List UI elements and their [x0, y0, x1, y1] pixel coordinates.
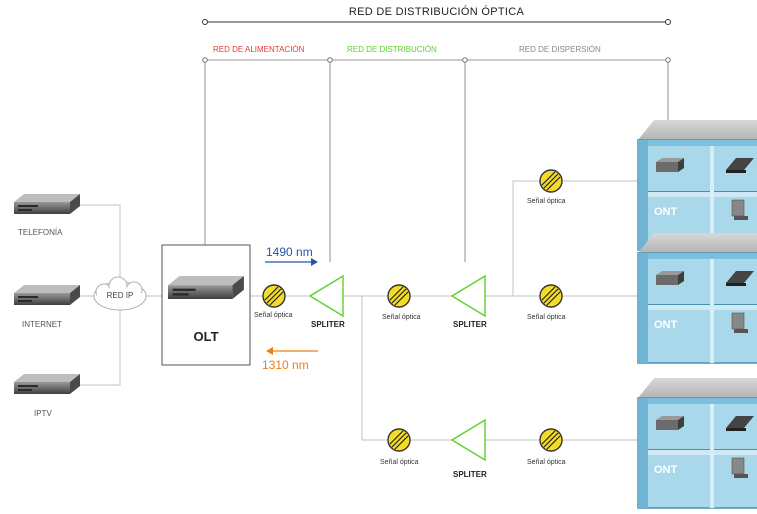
red-ip-cloud	[93, 276, 147, 311]
diagram-title: RED DE DISTRIBUCIÓN ÓPTICA	[348, 6, 525, 18]
signal-icon-distribution-low	[387, 428, 411, 452]
signal-label-distribution: Señal óptica	[382, 314, 421, 321]
signal-label-ont-3: Señal óptica	[527, 459, 566, 466]
segment-dispersion-label: RED DE DISPERSIÓN	[519, 45, 601, 54]
splitter-label-2: SPLITER	[453, 320, 487, 329]
splitter-label-3: SPLITER	[453, 470, 487, 479]
service-label-iptv: IPTV	[34, 409, 52, 418]
header-line-end-node	[665, 19, 671, 25]
service-label-internet: INTERNET	[22, 320, 62, 329]
iptv-server-icon	[14, 374, 80, 394]
splitter-icon-3	[450, 418, 486, 462]
splitter-label-1: SPLITER	[311, 320, 345, 329]
signal-icon-ont-2	[539, 284, 563, 308]
building-icon-1	[637, 119, 757, 251]
signal-label-ont-2: Señal óptica	[527, 314, 566, 321]
red-ip-label: RED IP	[106, 291, 134, 300]
ont-label-2: ONT	[654, 319, 678, 331]
segment-distribution-label: RED DE DISTRIBUCIÓN	[347, 45, 437, 54]
splitter-icon-2	[450, 274, 486, 318]
olt-box	[161, 244, 251, 366]
signal-label-ont-1: Señal óptica	[527, 198, 566, 205]
internet-server-icon	[14, 285, 80, 305]
building-icon-3	[637, 377, 757, 509]
building-icon-2	[637, 232, 757, 364]
signal-icon-ont-1	[539, 169, 563, 193]
ont-label-1: ONT	[654, 206, 678, 218]
signal-icon-distribution	[387, 284, 411, 308]
ont-label-3: ONT	[654, 464, 678, 476]
splitter-icon-1	[308, 274, 344, 318]
olt-label: OLT	[193, 329, 219, 344]
upstream-arrow	[266, 347, 318, 355]
service-label-telefonia: TELEFONÍA	[18, 228, 63, 237]
upstream-wavelength-label: 1310 nm	[262, 358, 309, 372]
segment-feeder-label: RED DE ALIMENTACIÓN	[213, 45, 305, 54]
header-line-start-node	[202, 19, 208, 25]
olt-server-icon	[168, 276, 244, 299]
signal-icon-ont-3	[539, 428, 563, 452]
signal-label-olt: Señal óptica	[254, 312, 293, 319]
telefonia-server-icon	[14, 194, 80, 214]
downstream-arrow	[265, 258, 318, 266]
downstream-wavelength-label: 1490 nm	[266, 245, 313, 259]
signal-icon-olt	[262, 284, 286, 308]
signal-label-distribution-low: Señal óptica	[380, 459, 419, 466]
segment-nodes	[202, 57, 671, 63]
